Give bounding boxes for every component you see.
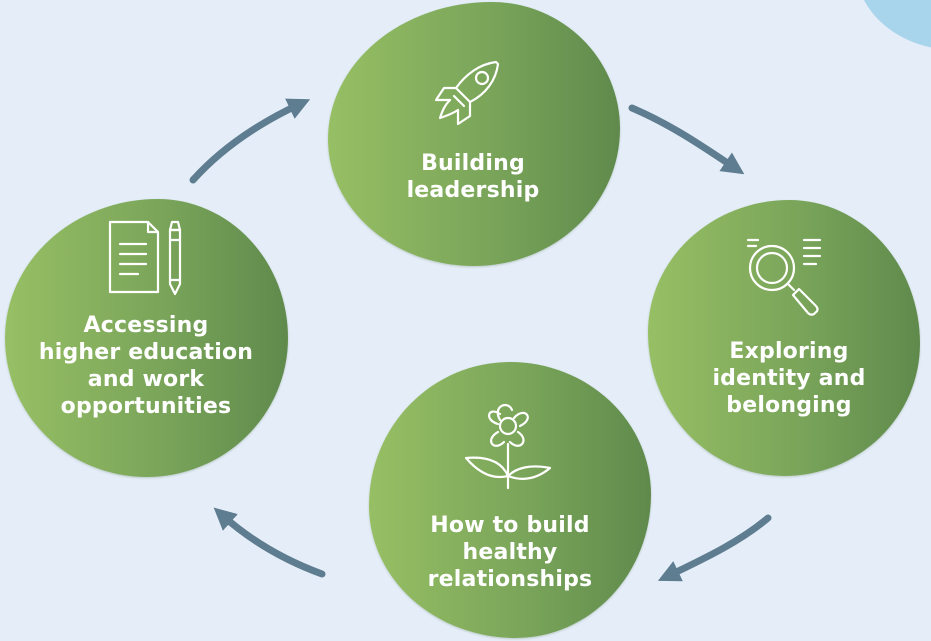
flower-icon xyxy=(458,398,558,494)
document-pen-icon xyxy=(106,218,188,296)
arrow-leadership-to-identity xyxy=(628,104,745,175)
step-leadership-label: Building leadership xyxy=(406,151,540,203)
step-identity-label: Exploring identity and belonging xyxy=(712,339,866,418)
rocket-icon xyxy=(430,54,508,132)
step-education-blob xyxy=(5,199,288,477)
step-leadership-blob xyxy=(328,2,620,266)
arrow-identity-to-relationships xyxy=(657,514,772,582)
magnifier-icon xyxy=(738,234,824,318)
arrow-relationships-to-education xyxy=(213,507,326,578)
step-education-label: Accessing higher education and work oppo… xyxy=(38,313,254,419)
arrow-education-to-leadership xyxy=(189,98,311,184)
step-relationships-label: How to build healthy relationships xyxy=(427,513,593,592)
step-identity-blob xyxy=(648,200,920,476)
